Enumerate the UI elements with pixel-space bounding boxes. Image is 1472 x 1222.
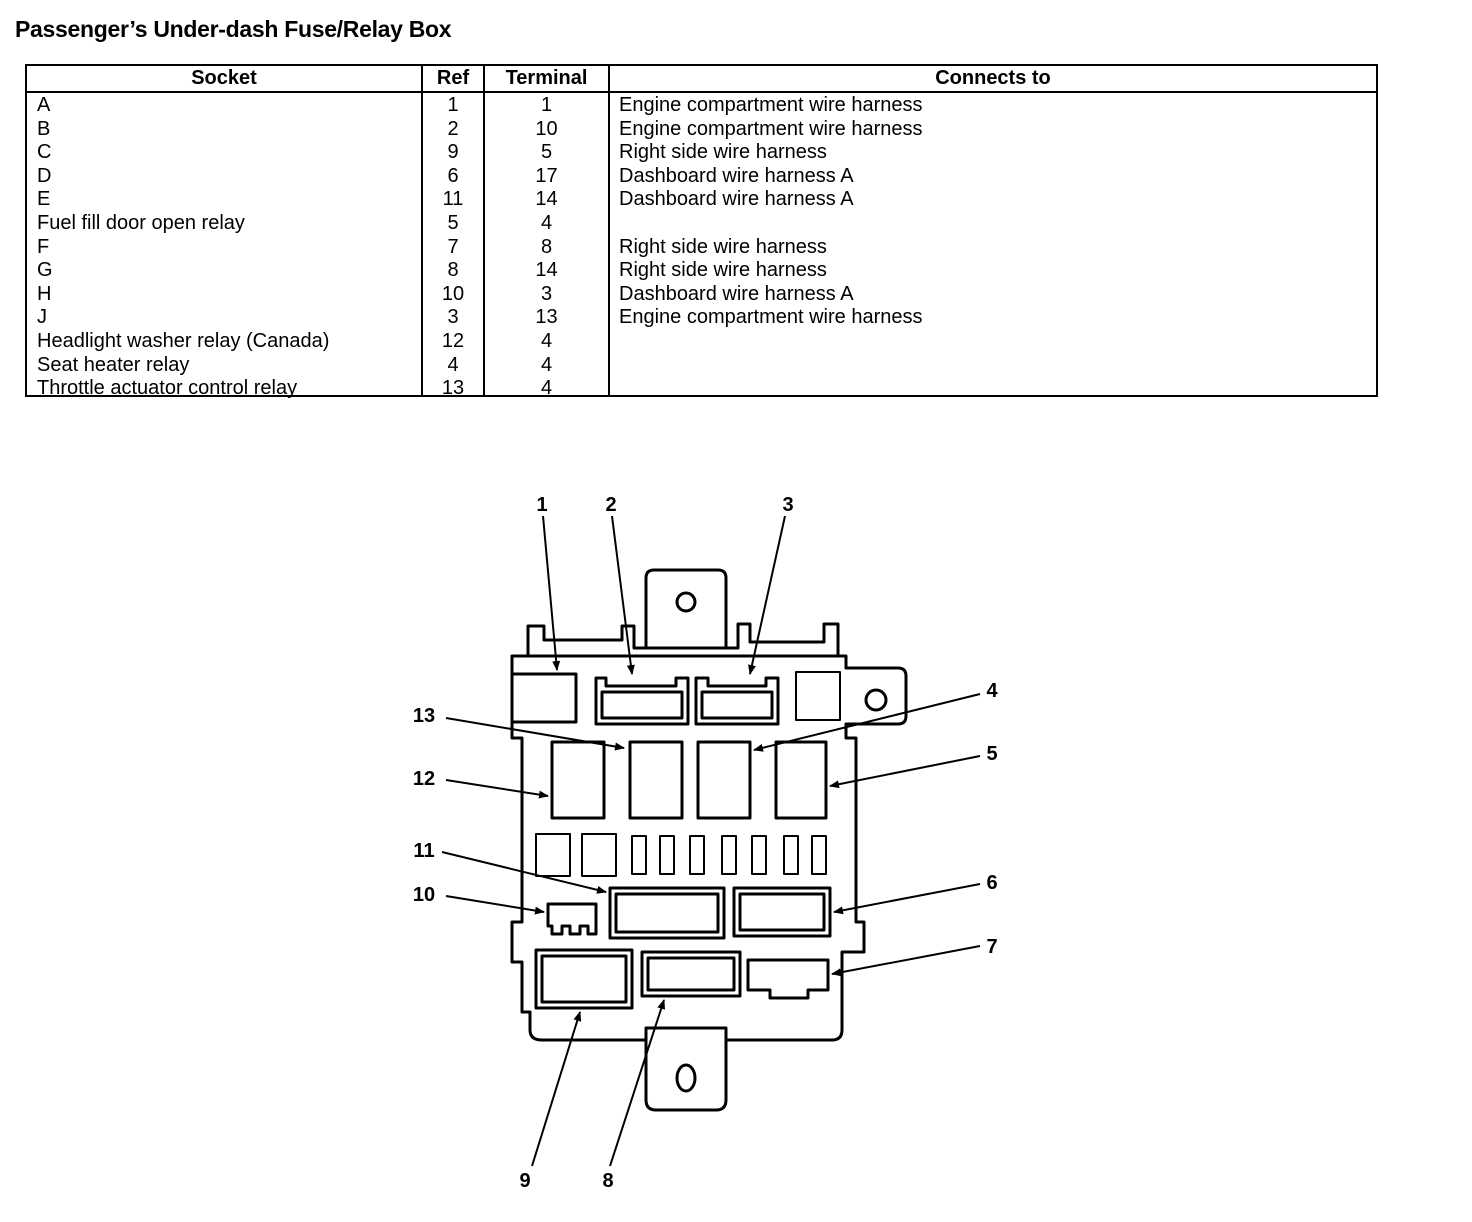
- cell-ref: 11: [442, 188, 464, 211]
- page-title: Passenger’s Under-dash Fuse/Relay Box: [15, 16, 452, 42]
- callout-6: 6: [986, 872, 997, 894]
- cell-terminal: 1: [540, 94, 553, 116]
- callout-4: 4: [986, 680, 998, 702]
- callout-10: 10: [413, 884, 435, 906]
- table-row: Headlight washer relay (Canada) 12 4: [27, 329, 1376, 353]
- table-row: A 1 1 Engine compartment wire harness: [27, 93, 1376, 117]
- cell-ref: 2: [447, 117, 459, 140]
- cell-connects-to: Right side wire harness: [619, 235, 827, 258]
- cell-ref: 12: [441, 330, 465, 352]
- table-row: Seat heater relay 4 4: [27, 353, 1376, 377]
- callout-12: 12: [413, 768, 435, 790]
- cell-ref: 8: [447, 259, 459, 282]
- cell-socket: Headlight washer relay (Canada): [37, 330, 330, 352]
- cell-socket: H: [37, 282, 52, 305]
- cell-socket: E: [37, 188, 51, 211]
- callout-labels: 1 2 3 4 5 6 7 8 9 10 11 12 13: [413, 494, 999, 1192]
- cell-socket: B: [37, 117, 51, 140]
- leader-lines: [441, 515, 981, 1167]
- cell-connects-to: Engine compartment wire harness: [619, 94, 923, 116]
- header-ref: Ref: [436, 67, 470, 89]
- header-socket: Socket: [191, 67, 257, 89]
- cell-terminal: 17: [535, 164, 558, 187]
- cell-socket: C: [37, 141, 52, 164]
- table-row: G 8 14 Right side wire harness: [27, 258, 1376, 282]
- cell-socket: Fuel fill door open relay: [37, 212, 245, 234]
- table-row: J 3 13 Engine compartment wire harness: [27, 305, 1376, 329]
- callout-9: 9: [519, 1170, 530, 1192]
- table-row: C 9 5 Right side wire harness: [27, 140, 1376, 164]
- callout-11: 11: [413, 840, 434, 862]
- callout-1: 1: [536, 494, 547, 516]
- cell-ref: 13: [441, 377, 465, 400]
- table-row: E 11 14 Dashboard wire harness A: [27, 187, 1376, 211]
- cell-terminal: 5: [540, 141, 553, 164]
- cell-socket: Seat heater relay: [37, 353, 190, 376]
- table-row: H 10 3 Dashboard wire harness A: [27, 282, 1376, 306]
- callout-8: 8: [602, 1170, 613, 1192]
- cell-connects-to: Dashboard wire harness A: [619, 164, 854, 187]
- cell-socket: G: [37, 259, 53, 282]
- cell-ref: 7: [447, 235, 459, 258]
- cell-terminal: 4: [540, 377, 553, 400]
- cell-terminal: 4: [540, 330, 553, 352]
- cell-ref: 1: [447, 94, 459, 116]
- callout-2: 2: [605, 494, 616, 516]
- cell-terminal: 4: [540, 212, 553, 234]
- cell-ref: 6: [447, 164, 459, 187]
- callout-13: 13: [413, 705, 435, 727]
- callout-7: 7: [986, 936, 997, 958]
- cell-socket: Throttle actuator control relay: [37, 377, 298, 400]
- cell-terminal: 13: [535, 306, 558, 329]
- cell-connects-to: Dashboard wire harness A: [619, 188, 854, 211]
- table-row: Throttle actuator control relay 13 4: [27, 376, 1376, 400]
- cell-socket: J: [37, 306, 47, 329]
- cell-socket: D: [37, 164, 52, 187]
- cell-connects-to: Right side wire harness: [619, 259, 827, 282]
- callout-3: 3: [782, 494, 793, 516]
- cell-terminal: 8: [540, 235, 553, 258]
- cell-socket: A: [37, 94, 51, 116]
- cell-socket: F: [37, 235, 50, 258]
- cell-connects-to: Engine compartment wire harness: [619, 306, 923, 329]
- cell-connects-to: Engine compartment wire harness: [619, 117, 923, 140]
- cell-terminal: 14: [535, 188, 558, 211]
- fuse-relay-box-diagram: 1 2 3 4 5 6 7 8 9 10 11 12 13: [413, 494, 999, 1192]
- cell-ref: 4: [447, 353, 459, 376]
- cell-terminal: 10: [535, 117, 558, 140]
- header-terminal: Terminal: [505, 67, 588, 89]
- table-row: F 7 8 Right side wire harness: [27, 235, 1376, 259]
- table-row: D 6 17 Dashboard wire harness A: [27, 164, 1376, 188]
- cell-ref: 5: [447, 212, 459, 234]
- cell-ref: 3: [447, 306, 459, 329]
- cell-ref: 9: [447, 141, 459, 164]
- table-row: Fuel fill door open relay 5 4: [27, 211, 1376, 235]
- cell-ref: 10: [441, 282, 465, 305]
- header-connects-to: Connects to: [935, 67, 1051, 89]
- cell-terminal: 14: [535, 259, 558, 282]
- table-row: B 2 10 Engine compartment wire harness: [27, 117, 1376, 141]
- callout-5: 5: [986, 743, 997, 765]
- cell-terminal: 3: [540, 282, 553, 305]
- cell-terminal: 4: [540, 353, 553, 376]
- cell-connects-to: Dashboard wire harness A: [619, 282, 854, 305]
- cell-connects-to: Right side wire harness: [619, 141, 827, 164]
- box-housing: [510, 568, 908, 1112]
